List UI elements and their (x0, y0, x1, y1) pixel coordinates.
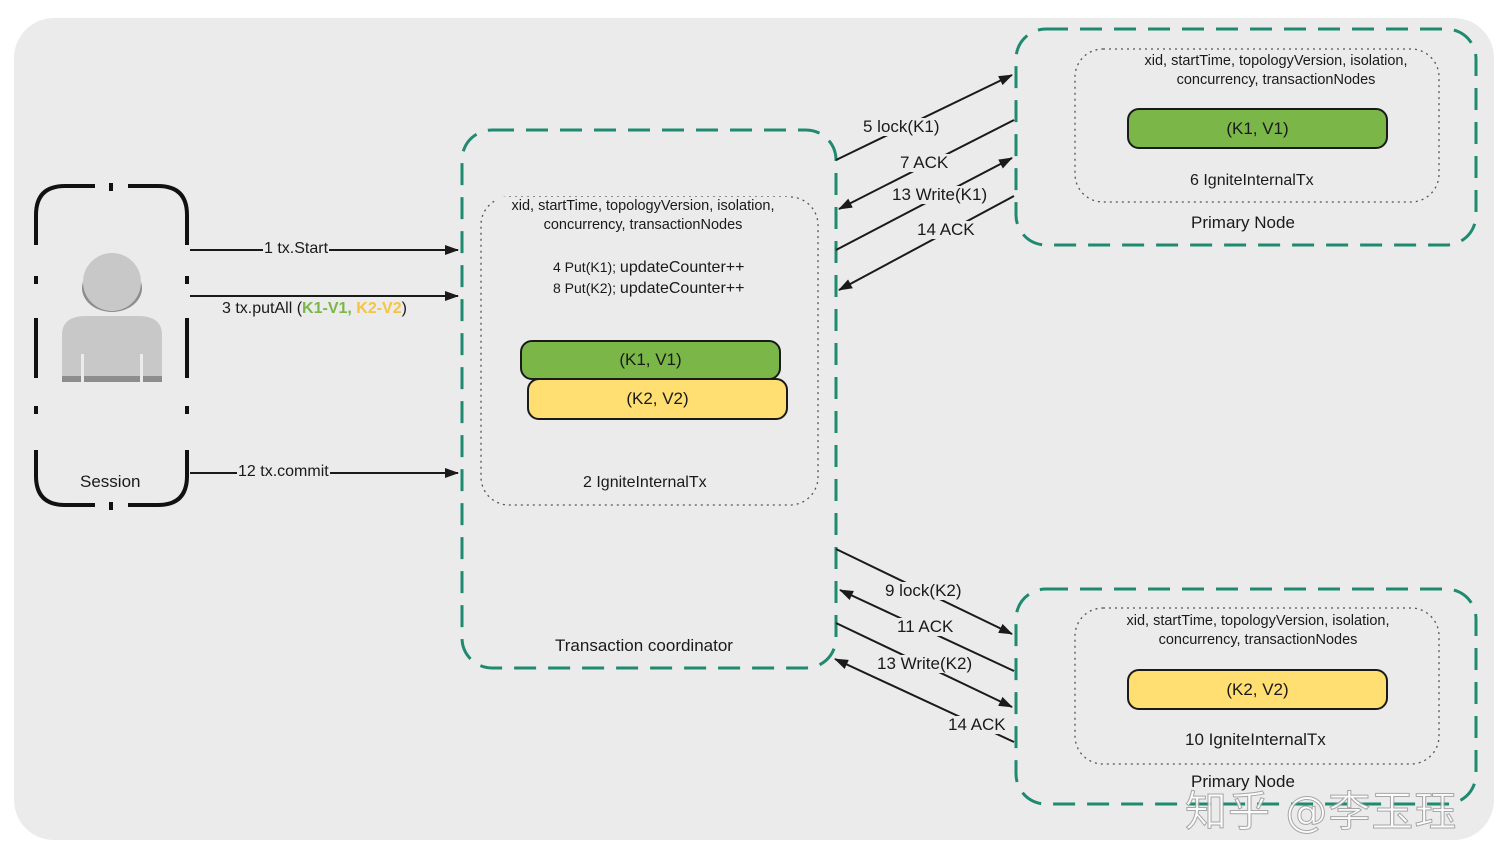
putall-suffix: ) (401, 300, 407, 317)
coordinator-op2: 8 Put(K2); updateCounter++ (553, 279, 744, 298)
label-write-k1: 13 Write(K1) (891, 185, 989, 204)
label-tx-putall: 3 tx.putAll (K1-V1, K2-V2) (222, 300, 407, 318)
coordinator-entry-k1: (K1, V1) (520, 340, 781, 380)
primary-bottom-tx-label: 10 IgniteInternalTx (1185, 730, 1326, 749)
label-lock-k2: 9 lock(K2) (884, 581, 963, 600)
arrow-ack-14-top (838, 195, 1015, 291)
primary-top-entry: (K1, V1) (1127, 108, 1388, 149)
coordinator-entry-k2: (K2, V2) (527, 378, 788, 420)
coordinator-fields-line1: xid, startTime, topologyVersion, isolati… (511, 198, 775, 214)
op2-prefix: 8 Put(K2); (553, 280, 620, 296)
label-lock-k1: 5 lock(K1) (862, 117, 941, 136)
label-ack-14-top: 14 ACK (916, 220, 976, 239)
primary-bottom-entry: (K2, V2) (1127, 669, 1388, 710)
primary-bottom-fields-line1: xid, startTime, topologyVersion, isolati… (1126, 613, 1390, 629)
primary-top-title: Primary Node (1191, 213, 1295, 232)
coordinator-tx-box (480, 196, 819, 506)
primary-bottom-fields: xid, startTime, topologyVersion, isolati… (1110, 612, 1406, 650)
primary-bottom-box (1014, 587, 1478, 806)
op2-suffix: updateCounter++ (619, 280, 745, 297)
primary-top-box (1014, 27, 1478, 247)
label-ack-14-bottom: 14 ACK (947, 715, 1007, 734)
watermark: 知乎 @李玉珏 (1184, 787, 1458, 837)
putall-prefix: 3 tx.putAll ( (222, 300, 303, 317)
primary-top-fields-line1: xid, startTime, topologyVersion, isolati… (1144, 53, 1408, 69)
label-ack-11: 11 ACK (896, 617, 955, 636)
arrow-lock-k1 (835, 74, 1013, 161)
session-label: Session (80, 472, 141, 491)
coordinator-fields: xid, startTime, topologyVersion, isolati… (497, 197, 789, 235)
label-write-k2: 13 Write(K2) (876, 654, 974, 673)
op1-prefix: 4 Put(K1); (553, 259, 620, 275)
label-tx-commit: 12 tx.commit (237, 463, 330, 481)
coordinator-op1: 4 Put(K1); updateCounter++ (553, 258, 744, 277)
putall-k2: K2-V2 (351, 300, 402, 317)
session-box (34, 183, 189, 510)
putall-k1: K1-V1, (302, 300, 352, 317)
arrow-write-k1 (835, 157, 1013, 251)
user-icon (62, 253, 162, 382)
primary-top-tx-label: 6 IgniteInternalTx (1190, 172, 1314, 189)
coordinator-box (460, 128, 838, 670)
op1-suffix: updateCounter++ (619, 259, 745, 276)
coordinator-fields-line2: concurrency, transactionNodes (543, 217, 743, 233)
primary-bottom-tx-box (1074, 607, 1440, 765)
primary-top-fields-line2: concurrency, transactionNodes (1176, 72, 1376, 88)
coordinator-title: Transaction coordinator (555, 636, 733, 655)
primary-top-fields: xid, startTime, topologyVersion, isolati… (1128, 52, 1424, 90)
primary-bottom-title: Primary Node (1191, 772, 1295, 791)
primary-bottom-fields-line2: concurrency, transactionNodes (1158, 632, 1358, 648)
label-tx-start: 1 tx.Start (263, 240, 330, 258)
coordinator-tx-label: 2 IgniteInternalTx (583, 474, 707, 491)
label-ack-7: 7 ACK (899, 153, 950, 172)
